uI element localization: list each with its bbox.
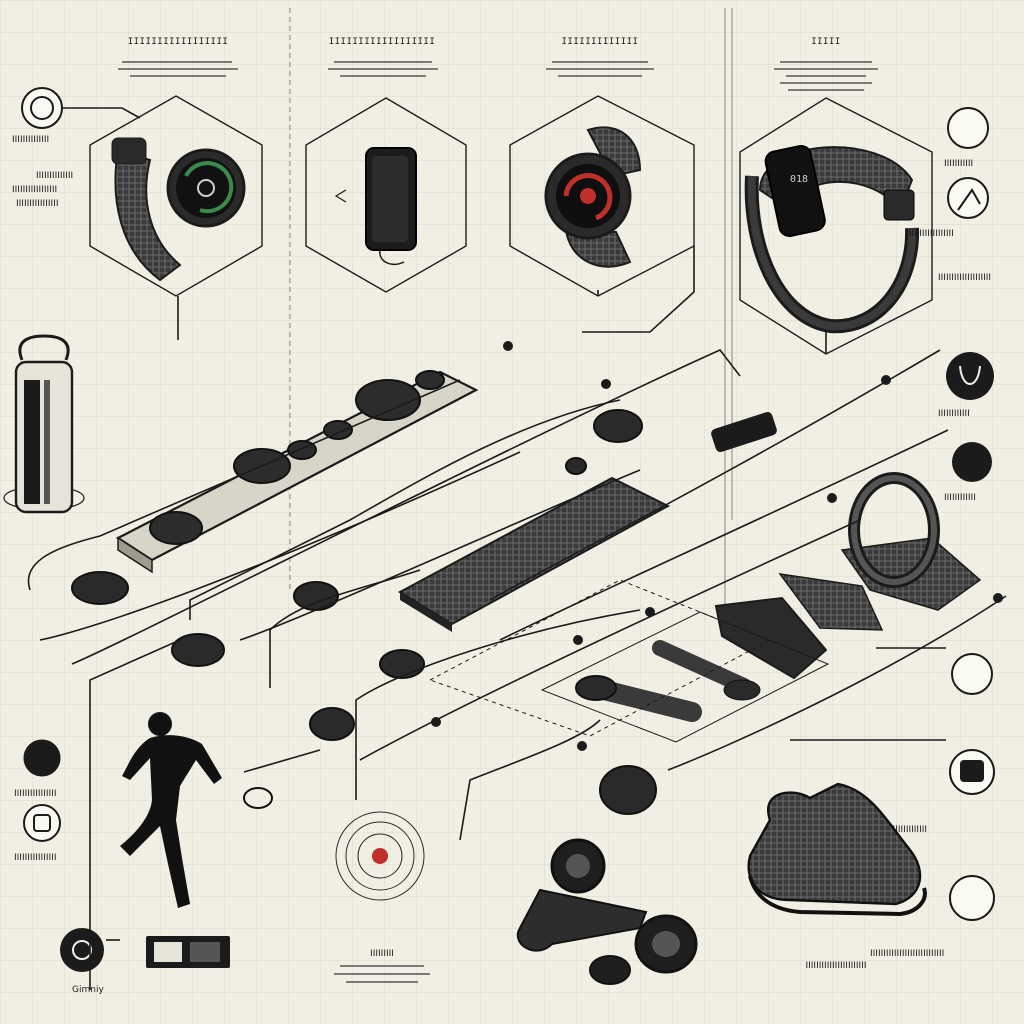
right-label-7: IIIIIIIIIIIIIIIIIIIIIIIIIIII	[870, 949, 944, 959]
water-bottle-icon	[3, 334, 85, 514]
dumbbell-icon	[516, 838, 698, 985]
header-label-3: IIIIIIIIIIIII	[562, 37, 639, 47]
runner-icon	[120, 712, 222, 908]
smartwatch-red-icon	[544, 126, 642, 268]
left-label-2: IIIIIIIIIIIIII	[36, 171, 73, 181]
right-label-5: IIIIIIIIIIII	[944, 493, 976, 503]
hydration-icon	[947, 107, 989, 149]
left-label-4: IIIIIIIIIIIIIIII	[16, 199, 58, 209]
right-label-4: IIIIIIIIIIII	[938, 409, 970, 419]
left-label-7: Gimniy	[72, 985, 104, 995]
connector-wires	[27, 107, 1007, 990]
right-icons	[946, 107, 995, 921]
sleep-icon	[23, 804, 61, 842]
right-label-1: IIIIIIIIIII	[944, 159, 973, 169]
wire-nodes	[431, 341, 1003, 751]
left-label-6: IIIIIIIIIIIIIIII	[14, 853, 56, 863]
right-label-6: IIIIIIIIIIIIIIIIIIIIIII	[866, 825, 927, 835]
right-labels: IIIIIIIIIII IIIIIIIIIIIIIIIIII IIIIIIIII…	[866, 159, 991, 959]
fitness-band-icon: 018	[744, 144, 920, 334]
header-label-1: IIIIIIIIIIIIIIIII	[128, 37, 229, 47]
svg-text:018: 018	[790, 174, 808, 185]
sensor-strip-icon	[115, 370, 479, 574]
steps-icon	[947, 177, 989, 219]
bottom-label-1: IIIIIIIII	[370, 949, 394, 959]
left-label-1: IIIIIIIIIIIIII	[12, 135, 49, 145]
gear-icon	[60, 928, 104, 972]
wrist-strap-icon	[840, 472, 982, 611]
device-card-icon	[146, 936, 230, 968]
right-label-3: IIIIIIIIIIIIIIIIIIII	[938, 273, 991, 283]
left-icons	[21, 87, 104, 972]
left-labels: IIIIIIIIIIIIII IIIIIIIIIIIIII IIIIIIIIII…	[12, 135, 104, 995]
shoe-icon	[747, 782, 927, 917]
clip-sensor-icon	[711, 411, 777, 453]
headers: IIIIIIIIIIIIIIIII IIIIIIIIIIIIIIIIII III…	[118, 37, 878, 91]
bottom-label-2: IIIIIIIIIIIIIIIIIIIIIII	[805, 961, 866, 971]
sensor-hub-icon	[335, 811, 425, 901]
sensor-pods	[71, 409, 657, 815]
heart-rate-icon	[23, 739, 61, 777]
smartwatch-green-icon	[111, 137, 246, 282]
stopwatch-icon	[21, 87, 63, 129]
right-label-2: IIIIIIIIIIIIIIIIII	[906, 229, 954, 239]
mesh-mat-icon	[397, 476, 671, 632]
header-label-4: IIIII	[811, 37, 841, 47]
smartphone-icon	[334, 147, 417, 266]
bottom-labels: IIIIIIIII IIIIIIIIIIIIIIIIIIIIIII	[334, 949, 867, 983]
left-label-3: IIIIIIIIIIIIIIIII	[12, 185, 57, 195]
left-label-5: IIIIIIIIIIIIIIII	[14, 789, 56, 799]
tracking-frames	[428, 579, 830, 743]
header-label-2: IIIIIIIIIIIIIIIIII	[329, 37, 436, 47]
chest-strap-icon	[575, 572, 884, 722]
